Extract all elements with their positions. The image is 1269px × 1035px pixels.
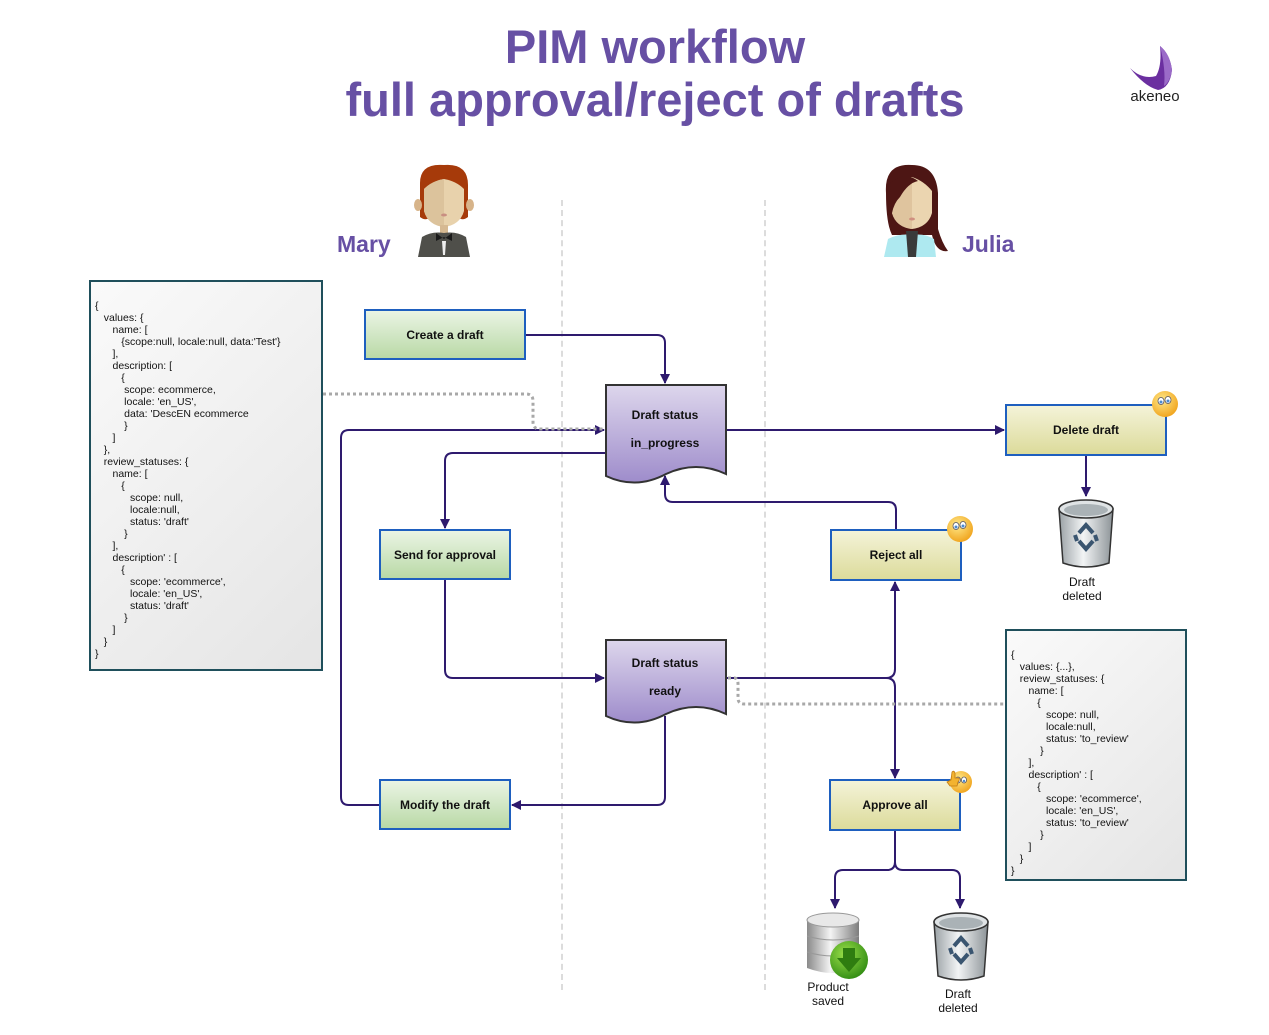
delete-draft-step: Delete draft: [1005, 404, 1167, 456]
caption-line: Product: [807, 980, 849, 994]
draft-ready-data: { values: {...}, review_statuses: { name…: [1005, 629, 1187, 881]
arrow-send-to-ready: [444, 580, 605, 683]
caption-line: saved: [811, 994, 845, 1008]
sad-face-icon: [947, 516, 973, 542]
create-draft-step: Create a draft: [364, 309, 526, 360]
sad-face-icon: [1152, 391, 1178, 417]
recycle-bin-icon: [933, 912, 989, 981]
arrow-ready-to-approve: [885, 677, 900, 779]
arrow-inprogress-to-send: [440, 452, 606, 529]
status-ready-value: ready: [648, 684, 682, 698]
status-in-progress-title: Draft status: [631, 408, 699, 422]
modify-draft-step: Modify the draft: [379, 779, 511, 830]
doc-shape-ready: [605, 639, 727, 724]
logo-text: akeneo: [1130, 88, 1180, 105]
arrow-approve-to-deleted: [894, 861, 965, 909]
draft-deleted-caption: Draft deleted: [1042, 575, 1122, 603]
caption-line: Draft: [1068, 575, 1095, 589]
status-in-progress-value: in_progress: [630, 436, 700, 450]
draft-in-progress-data: { values: { name: [ {scope:null, locale:…: [89, 280, 323, 671]
draft-deleted-caption: Draft deleted: [918, 987, 998, 1015]
arrow-create-to-inprogress: [525, 334, 670, 384]
approve-all-step: Approve all: [829, 779, 961, 831]
actor-name-julia: Julia: [962, 231, 1015, 257]
caption-line: Draft: [944, 987, 971, 1001]
status-ready-title: Draft status: [631, 656, 699, 670]
arrow-ready-to-modify: [511, 716, 666, 810]
thumbs-up-face-icon: [946, 770, 972, 793]
product-saved-caption: Product saved: [788, 980, 868, 1008]
diagram-title-line1: PIM workflow: [504, 20, 806, 73]
arrow-reject-to-inprogress: [660, 475, 897, 530]
database-save-icon: [806, 912, 868, 979]
reject-all-step: Reject all: [830, 529, 962, 581]
lane-separator-right: [764, 200, 766, 990]
doc-shape-in-progress: [605, 384, 727, 484]
lane-separator-left: [561, 200, 563, 990]
arrow-approve-to-saved: [830, 830, 896, 909]
caption-line: deleted: [938, 1001, 978, 1015]
send-for-approval-step: Send for approval: [379, 529, 511, 580]
caption-line: deleted: [1062, 589, 1102, 603]
julia-avatar-icon: [884, 164, 948, 257]
dotted-link-ready-data: [728, 676, 1004, 706]
akeneo-logo-icon: [1130, 46, 1172, 90]
arrow-modify-to-inprogress: [340, 425, 605, 806]
dotted-link-inprogress-data: [323, 392, 604, 431]
diagram-title-line2: full approval/reject of drafts: [345, 73, 965, 126]
mary-avatar-icon: [414, 164, 474, 257]
arrow-ready-to-reject: [726, 581, 900, 679]
actor-name-mary: Mary: [337, 231, 391, 257]
recycle-bin-icon: [1058, 499, 1114, 568]
